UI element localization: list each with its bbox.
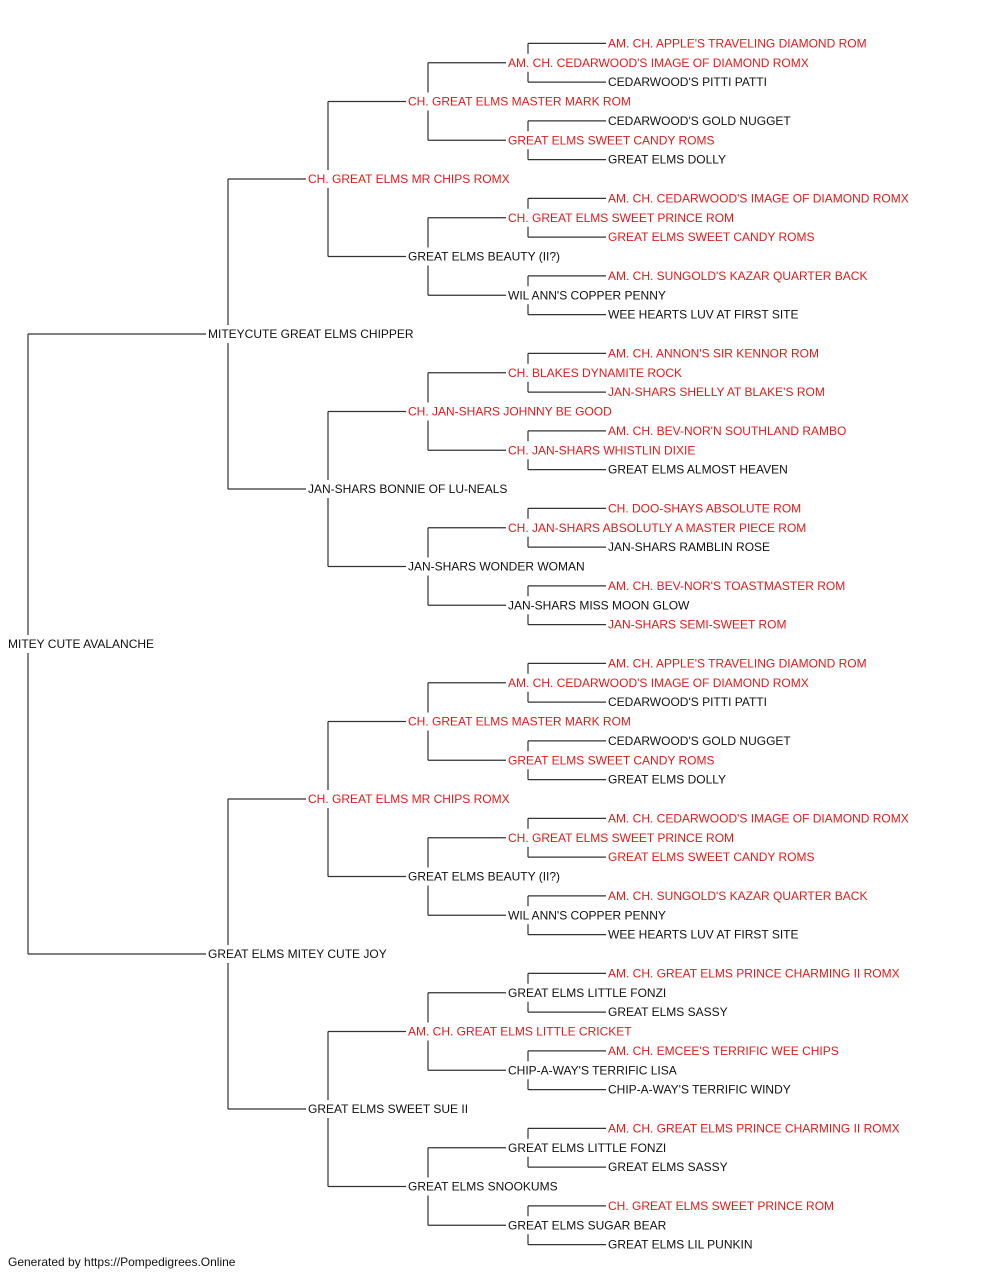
dog-name-gen5: GREAT ELMS SASSY — [608, 1005, 728, 1019]
dog-name-gen4: AM. CH. CEDARWOOD'S IMAGE OF DIAMOND ROM… — [508, 676, 809, 690]
dog-name-gen5: AM. CH. GREAT ELMS PRINCE CHARMING II RO… — [608, 966, 900, 980]
dog-name-gen4: CHIP-A-WAY'S TERRIFIC LISA — [508, 1063, 677, 1077]
dog-name-gen5: AM. CH. APPLE'S TRAVELING DIAMOND ROM — [608, 656, 867, 670]
dog-name-gen1: GREAT ELMS MITEY CUTE JOY — [208, 947, 387, 961]
dog-name-gen5: AM. CH. CEDARWOOD'S IMAGE OF DIAMOND ROM… — [608, 191, 909, 205]
dog-name-gen2: CH. GREAT ELMS MR CHIPS ROMX — [308, 792, 510, 806]
dog-name-gen5: CH. DOO-SHAYS ABSOLUTE ROM — [608, 501, 801, 515]
dog-name-gen5: AM. CH. APPLE'S TRAVELING DIAMOND ROM — [608, 36, 867, 50]
dog-name-gen5: CH. GREAT ELMS SWEET PRINCE ROM — [608, 1199, 834, 1213]
dog-name-gen4: CH. JAN-SHARS WHISTLIN DIXIE — [508, 443, 695, 457]
dog-name-gen4: CH. JAN-SHARS ABSOLUTLY A MASTER PIECE R… — [508, 521, 806, 535]
dog-name-gen5: CEDARWOOD'S PITTI PATTI — [608, 695, 767, 709]
dog-name-gen4: GREAT ELMS SWEET CANDY ROMS — [508, 133, 714, 147]
dog-name-gen3: AM. CH. GREAT ELMS LITTLE CRICKET — [408, 1025, 632, 1039]
dog-name-gen5: WEE HEARTS LUV AT FIRST SITE — [608, 308, 799, 322]
dog-name-gen3: CH. GREAT ELMS MASTER MARK ROM — [408, 715, 631, 729]
dog-name-gen3: JAN-SHARS WONDER WOMAN — [408, 560, 585, 574]
dog-name-gen5: AM. CH. SUNGOLD'S KAZAR QUARTER BACK — [608, 269, 867, 283]
dog-name-gen5: GREAT ELMS DOLLY — [608, 773, 726, 787]
dog-name-gen3: GREAT ELMS SNOOKUMS — [408, 1180, 558, 1194]
dog-name-gen5: AM. CH. SUNGOLD'S KAZAR QUARTER BACK — [608, 889, 867, 903]
dog-name-gen5: GREAT ELMS ALMOST HEAVEN — [608, 463, 788, 477]
dog-name-gen5: WEE HEARTS LUV AT FIRST SITE — [608, 928, 799, 942]
dog-name-gen1: MITEYCUTE GREAT ELMS CHIPPER — [208, 327, 414, 341]
dog-name-gen5: AM. CH. BEV-NOR'S TOASTMASTER ROM — [608, 579, 845, 593]
dog-name-gen5: CEDARWOOD'S GOLD NUGGET — [608, 114, 791, 128]
dog-name-gen4: CH. GREAT ELMS SWEET PRINCE ROM — [508, 831, 734, 845]
dog-name-gen3: CH. GREAT ELMS MASTER MARK ROM — [408, 95, 631, 109]
generator-footer: Generated by https://Pompedigrees.Online — [8, 1255, 236, 1269]
dog-name-gen2: CH. GREAT ELMS MR CHIPS ROMX — [308, 172, 510, 186]
dog-name-gen4: CH. BLAKES DYNAMITE ROCK — [508, 366, 682, 380]
dog-name-gen5: GREAT ELMS SWEET CANDY ROMS — [608, 230, 814, 244]
dog-name-gen5: GREAT ELMS LIL PUNKIN — [608, 1238, 753, 1252]
dog-name-gen5: GREAT ELMS SWEET CANDY ROMS — [608, 850, 814, 864]
dog-name-gen2: GREAT ELMS SWEET SUE II — [308, 1102, 468, 1116]
dog-name-gen5: AM. CH. EMCEE'S TERRIFIC WEE CHIPS — [608, 1044, 839, 1058]
dog-name-gen4: WIL ANN'S COPPER PENNY — [508, 908, 666, 922]
dog-name-gen4: GREAT ELMS SWEET CANDY ROMS — [508, 753, 714, 767]
dog-name-gen5: AM. CH. BEV-NOR'N SOUTHLAND RAMBO — [608, 424, 846, 438]
dog-name-gen2: JAN-SHARS BONNIE OF LU-NEALS — [308, 482, 507, 496]
dog-name-gen5: AM. CH. ANNON'S SIR KENNOR ROM — [608, 346, 819, 360]
dog-name-gen5: AM. CH. CEDARWOOD'S IMAGE OF DIAMOND ROM… — [608, 811, 909, 825]
dog-name-gen5: CHIP-A-WAY'S TERRIFIC WINDY — [608, 1083, 791, 1097]
dog-name-gen3: GREAT ELMS BEAUTY (II?) — [408, 250, 560, 264]
dog-name-gen5: GREAT ELMS SASSY — [608, 1160, 728, 1174]
dog-name-gen5: JAN-SHARS SEMI-SWEET ROM — [608, 618, 786, 632]
dog-name-gen4: GREAT ELMS SUGAR BEAR — [508, 1218, 667, 1232]
dog-name-gen5: JAN-SHARS SHELLY AT BLAKE'S ROM — [608, 385, 825, 399]
dog-name-gen3: CH. JAN-SHARS JOHNNY BE GOOD — [408, 405, 612, 419]
dog-name-gen5: GREAT ELMS DOLLY — [608, 153, 726, 167]
dog-name-gen4: WIL ANN'S COPPER PENNY — [508, 288, 666, 302]
dog-name-gen4: GREAT ELMS LITTLE FONZI — [508, 986, 666, 1000]
dog-name-gen4: AM. CH. CEDARWOOD'S IMAGE OF DIAMOND ROM… — [508, 56, 809, 70]
dog-name-gen5: CEDARWOOD'S PITTI PATTI — [608, 75, 767, 89]
dog-name-gen0: MITEY CUTE AVALANCHE — [8, 637, 154, 651]
dog-name-gen4: CH. GREAT ELMS SWEET PRINCE ROM — [508, 211, 734, 225]
dog-name-gen3: GREAT ELMS BEAUTY (II?) — [408, 870, 560, 884]
dog-name-gen5: JAN-SHARS RAMBLIN ROSE — [608, 540, 770, 554]
dog-name-gen4: JAN-SHARS MISS MOON GLOW — [508, 598, 690, 612]
dog-name-gen4: GREAT ELMS LITTLE FONZI — [508, 1141, 666, 1155]
dog-name-gen5: CEDARWOOD'S GOLD NUGGET — [608, 734, 791, 748]
dog-name-gen5: AM. CH. GREAT ELMS PRINCE CHARMING II RO… — [608, 1121, 900, 1135]
